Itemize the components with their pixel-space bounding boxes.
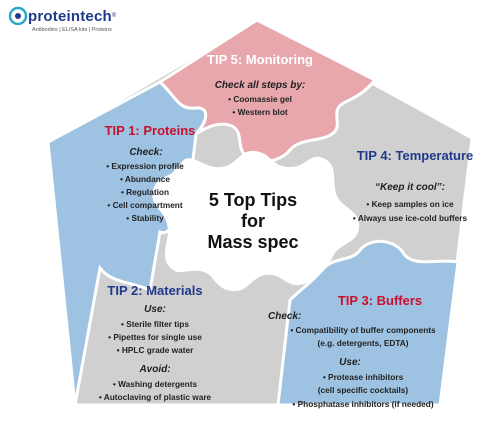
tip2-title: TIP 2: Materials xyxy=(107,283,203,298)
logo-wordmark: proteintech xyxy=(28,7,112,25)
tip1-item: Regulation xyxy=(80,186,210,199)
center-title-line3: Mass spec xyxy=(207,232,299,252)
tip3-item-note: (e.g. detergents, EDTA) xyxy=(317,338,409,348)
tip1-title: TIP 1: Proteins xyxy=(104,123,196,138)
tip5-item: Coomassie gel xyxy=(215,93,305,106)
logo-tagline: Antibodies | ELISA kits | Proteins xyxy=(32,27,112,33)
logo-trademark: ® xyxy=(111,13,117,19)
center-title-line2: for xyxy=(241,211,265,231)
proteintech-logo-icon xyxy=(8,6,28,26)
tip3-subtitle: Check: xyxy=(268,311,302,322)
tip2-item: HPLC grade water xyxy=(85,344,225,357)
tip3-use-item: Phosphatase inhibitors (if needed) xyxy=(278,398,448,411)
tip2-subtitle2: Avoid: xyxy=(139,364,171,375)
tip5-item: Western blot xyxy=(215,106,305,119)
tip3-item: Compatibility of buffer components xyxy=(278,324,448,337)
tip2-subtitle: Use: xyxy=(144,304,166,315)
tip1-item: Stability xyxy=(80,212,210,225)
tip1-subtitle: Check: xyxy=(129,147,163,158)
tip3-title: TIP 3: Buffers xyxy=(337,293,423,308)
tip3-use-item: Protease inhibitors xyxy=(278,371,448,384)
tip4-subtitle: “Keep it cool”: xyxy=(374,182,445,193)
tip2-avoid-item: Autoclaving of plastic ware xyxy=(85,391,225,404)
proteintech-logo[interactable]: proteintech ® Antibodies | ELISA kits | … xyxy=(8,6,116,33)
tip3-use-item-note: (cell specific cocktails) xyxy=(317,385,409,395)
tip5-subtitle: Check all steps by: xyxy=(214,80,306,91)
tip1-item: Cell compartment xyxy=(80,199,210,212)
tip4-item: Keep samples on ice xyxy=(340,198,480,211)
center-title-line1: 5 Top Tips xyxy=(208,190,298,210)
tip4-title: TIP 4: Temperature xyxy=(356,148,474,163)
tip2-item: Sterile filter tips xyxy=(85,318,225,331)
tip2-item: Pipettes for single use xyxy=(85,331,225,344)
tip2-avoid-item: Washing detergents xyxy=(85,378,225,391)
tip1-item: Expression profile xyxy=(80,160,210,173)
tip4-item: Always use ice-cold buffers xyxy=(340,212,480,225)
tip1-item: Abundance xyxy=(80,173,210,186)
tip5-title: TIP 5: Monitoring xyxy=(207,52,313,67)
tip3-subtitle2: Use: xyxy=(339,357,361,368)
